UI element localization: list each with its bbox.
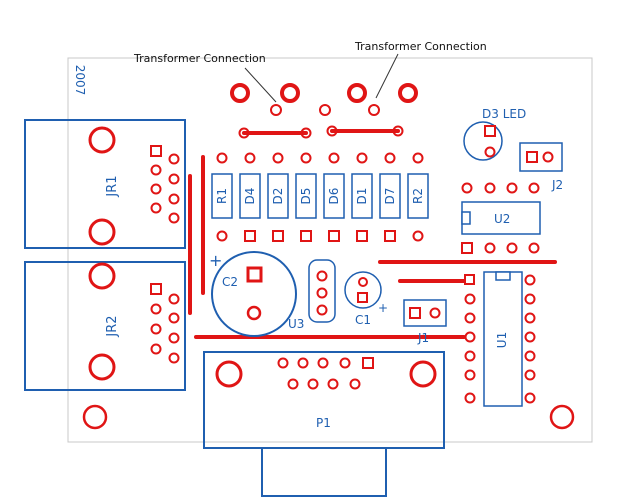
- u3-regulator: [308, 259, 336, 323]
- c2-label: C2: [222, 275, 238, 289]
- mounting-hole-left: [82, 404, 108, 430]
- u1-label: U1: [495, 332, 509, 348]
- callout-leader-left: [244, 67, 277, 103]
- r1-label: R1: [215, 188, 229, 204]
- callout-transformer-right: Transformer Connection: [354, 40, 487, 53]
- d2-label: D2: [271, 188, 285, 205]
- jr2-label: JR2: [105, 315, 120, 337]
- transformer-pads: [230, 83, 418, 139]
- u3-label: U3: [288, 317, 304, 331]
- component-row: [211, 152, 429, 242]
- c2-plus: +: [209, 251, 222, 270]
- c1-label: C1: [355, 313, 371, 327]
- mounting-hole-right: [549, 404, 575, 430]
- callout-leader-right: [375, 53, 399, 99]
- u2-ic: [461, 182, 541, 254]
- d7-label: D7: [383, 188, 397, 205]
- j1-label: J1: [417, 331, 429, 345]
- j2-label: J2: [551, 178, 563, 192]
- j1-header: [403, 299, 447, 327]
- jr1-connector: [24, 119, 186, 249]
- d1-label: D1: [355, 188, 369, 205]
- c1-plus: +: [378, 301, 388, 315]
- copper-traces: [188, 129, 557, 339]
- j2-header: [519, 142, 563, 172]
- board-outline: [67, 57, 593, 443]
- callout-transformer-left: Transformer Connection: [133, 52, 266, 65]
- d5-label: D5: [299, 188, 313, 205]
- d3-label: D3 LED: [482, 107, 526, 121]
- p1-label: P1: [316, 416, 331, 430]
- u1-ic: [464, 271, 536, 407]
- d3-led: [463, 121, 503, 161]
- c1-capacitor: [344, 271, 382, 309]
- year-label: 2007: [73, 65, 87, 96]
- d4-label: D4: [243, 188, 257, 205]
- c2-capacitor: [211, 251, 297, 337]
- r2-label: R2: [411, 188, 425, 204]
- jr2-connector: [24, 261, 186, 391]
- p1-connector: [203, 351, 445, 497]
- d6-label: D6: [327, 188, 341, 205]
- u2-label: U2: [494, 212, 510, 226]
- jr1-label: JR1: [105, 175, 120, 197]
